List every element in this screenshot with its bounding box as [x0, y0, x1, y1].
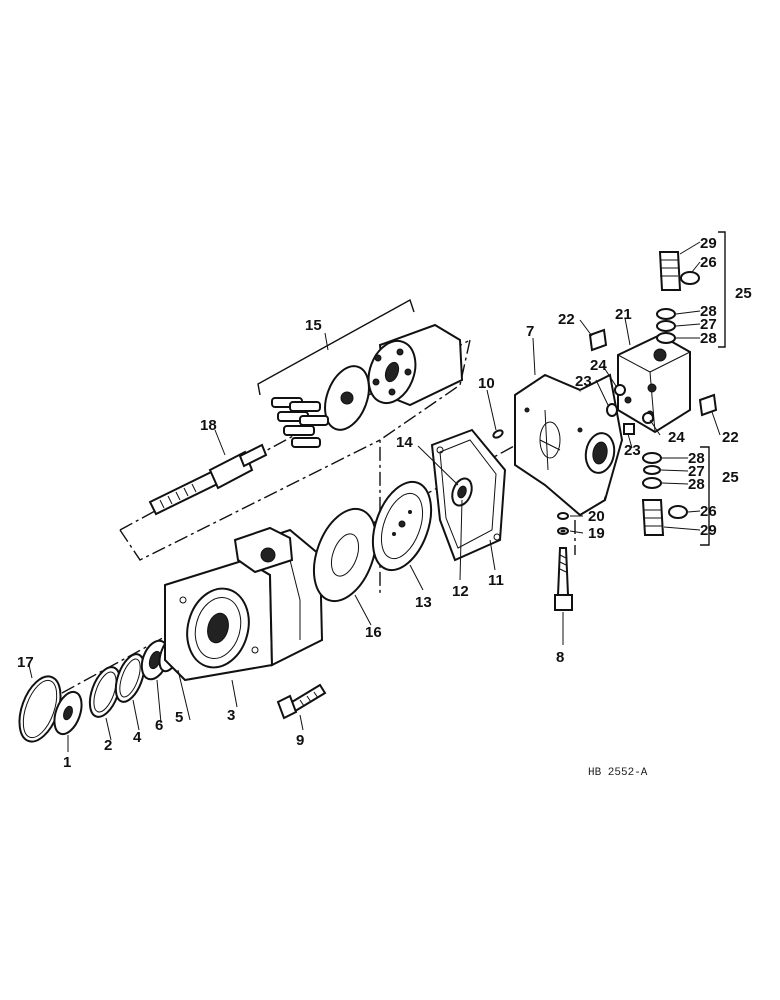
callout-labels: 15 18 7 10 14 12 11 13 16 3 9 5 6 4 2 1 …: [17, 235, 752, 771]
callout-22-top: 22: [558, 311, 575, 328]
callout-10: 10: [478, 375, 495, 392]
callout-27-bottom: 27: [688, 463, 705, 480]
callout-23-bottom: 23: [624, 442, 641, 459]
part-9-bolt: [276, 683, 327, 720]
callout-28-top-a: 28: [700, 303, 717, 320]
part-19-washer: [557, 527, 569, 535]
callout-8: 8: [556, 649, 564, 666]
callout-22-right: 22: [722, 429, 739, 446]
callout-18: 18: [200, 417, 217, 434]
callout-29-bottom: 29: [700, 522, 717, 539]
bracket-25: [700, 231, 726, 546]
callout-21: 21: [615, 306, 632, 323]
callout-24-top: 24: [590, 357, 607, 374]
leader-lines: [28, 241, 721, 752]
part-21-valve-block: [617, 333, 691, 434]
part-4-ring: [114, 653, 146, 703]
callout-9: 9: [296, 732, 304, 749]
callout-12: 12: [452, 583, 469, 600]
part-10-pin: [492, 429, 504, 439]
relief-valve-upper: [656, 251, 700, 344]
callout-20: 20: [588, 508, 605, 525]
callout-15: 15: [305, 317, 322, 334]
callout-16: 16: [365, 624, 382, 641]
part-3-pump-housing: [164, 526, 324, 682]
callout-28-bottom-a: 28: [688, 450, 705, 467]
callout-1: 1: [63, 754, 71, 771]
part-24-seal-a: [614, 384, 626, 396]
callout-25-top: 25: [735, 285, 752, 302]
part-22-plug-right: [698, 393, 718, 417]
callout-14: 14: [396, 434, 413, 451]
part-23-seal-b: [623, 423, 635, 435]
callout-6: 6: [155, 717, 163, 734]
callout-28-bottom-b: 28: [688, 476, 705, 493]
figure-reference: HB 2552-A: [588, 767, 648, 779]
bracket-15: [257, 298, 415, 396]
callout-5: 5: [175, 709, 183, 726]
callout-19: 19: [588, 525, 605, 542]
callout-3: 3: [227, 707, 235, 724]
callout-2: 2: [104, 737, 112, 754]
callout-27-top: 27: [700, 316, 717, 333]
callout-7: 7: [526, 323, 534, 340]
part-23-seal-a: [606, 403, 618, 417]
part-8-long-bolt: [554, 547, 573, 611]
part-15-rotating-group: [324, 323, 464, 431]
part-18-shaft: [148, 443, 268, 516]
part-20-washer: [557, 512, 569, 520]
callout-11: 11: [488, 572, 504, 589]
part-13-port-plate: [371, 480, 433, 572]
part-1-washer: [53, 690, 83, 736]
callout-23-top: 23: [575, 373, 592, 390]
callout-17: 17: [17, 654, 34, 671]
callout-25-bottom: 25: [722, 469, 739, 486]
part-12-bearing: [451, 477, 473, 507]
callout-26-bottom: 26: [700, 503, 717, 520]
callout-28-top-b: 28: [700, 330, 717, 347]
part-22-plug-top: [588, 328, 608, 352]
part-16-thrust-plate: [312, 507, 378, 603]
part-7-end-cover: [514, 373, 624, 517]
callout-29-top: 29: [700, 235, 717, 252]
callout-13: 13: [415, 594, 432, 611]
part-15-pistons: [271, 397, 329, 448]
callout-26-top: 26: [700, 254, 717, 271]
relief-valve-lower: [641, 452, 688, 536]
callout-24-bottom: 24: [668, 429, 685, 446]
callout-4: 4: [133, 729, 142, 746]
